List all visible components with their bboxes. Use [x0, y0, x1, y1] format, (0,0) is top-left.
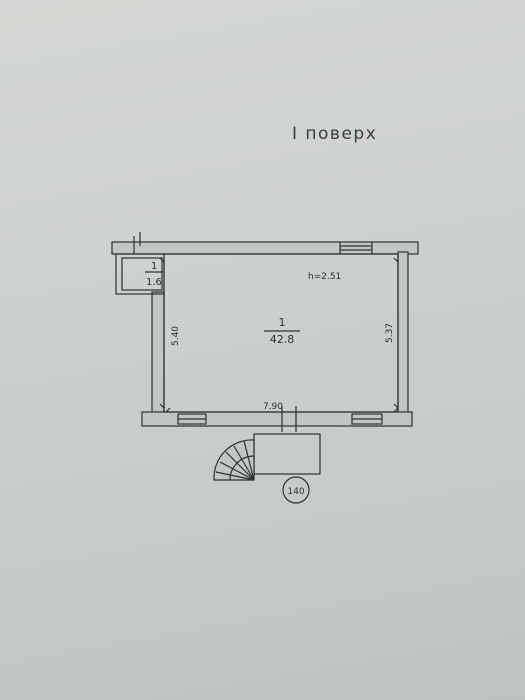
plan-number-circle	[282, 476, 310, 504]
main-room-number: 1	[279, 316, 286, 329]
dim-bottom: 7.90	[263, 402, 283, 412]
small-room-number: 1	[151, 261, 157, 272]
small-room-inner	[121, 257, 163, 291]
plan-number: 140	[287, 487, 304, 497]
right-wall	[397, 251, 409, 417]
dim-left: 5.40	[171, 326, 181, 346]
height-label: h=2.51	[308, 272, 341, 282]
porch	[253, 433, 321, 475]
floor-title: I поверх	[292, 124, 378, 144]
main-room-area: 42.8	[270, 333, 295, 346]
small-room-area: 1.6	[146, 277, 162, 288]
main-room	[163, 253, 399, 413]
small-room	[115, 253, 165, 295]
left-wall	[151, 291, 165, 415]
dim-right: 5.37	[385, 323, 395, 343]
